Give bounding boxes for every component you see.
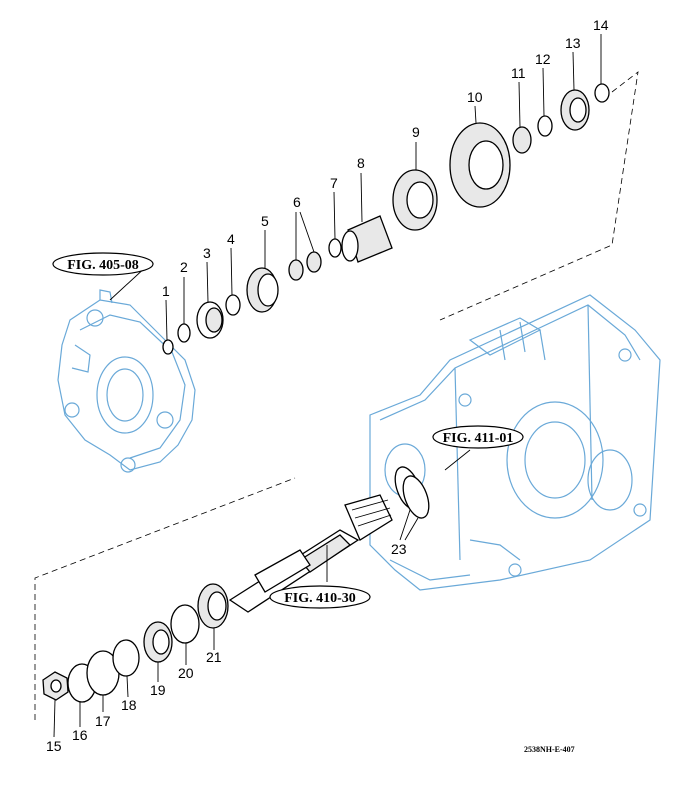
- upper-gear-train: [162, 83, 610, 355]
- callout-1: 1: [162, 283, 170, 299]
- callout-13: 13: [565, 35, 581, 51]
- front-housing-drawing: [57, 289, 196, 473]
- callout-14: 14: [593, 17, 609, 33]
- callout-7: 7: [330, 175, 338, 191]
- fig-405-08-label: FIG. 405-08: [67, 258, 139, 273]
- callout-6: 6: [293, 194, 301, 210]
- fig-411-01-label: FIG. 411-01: [443, 431, 514, 446]
- callout-10: 10: [467, 89, 483, 105]
- callout-8: 8: [357, 155, 365, 171]
- callout-20: 20: [178, 665, 194, 681]
- drawing-code: 2538NH-E-407: [524, 745, 575, 754]
- main-shaft-drawing: [228, 494, 393, 613]
- callout-12: 12: [535, 51, 551, 67]
- reference-fig-410-30[interactable]: FIG. 410-30: [269, 585, 371, 609]
- assembly-axis-lines: [34, 71, 639, 720]
- lower-parts-row: [42, 583, 229, 703]
- leader-lines: [53, 34, 602, 738]
- callout-11: 11: [511, 65, 526, 81]
- callout-18: 18: [121, 697, 137, 713]
- callout-19: 19: [150, 682, 166, 698]
- callout-4: 4: [227, 231, 235, 247]
- callout-23: 23: [391, 541, 407, 557]
- fig-410-30-label: FIG. 410-30: [284, 591, 356, 606]
- callout-9: 9: [412, 124, 420, 140]
- callout-2: 2: [180, 259, 188, 275]
- callout-16: 16: [72, 727, 88, 743]
- reference-fig-405-08[interactable]: FIG. 405-08: [52, 252, 154, 276]
- callout-21: 21: [206, 649, 222, 665]
- callout-3: 3: [203, 245, 211, 261]
- callout-numbers: 1 2 3 4 5 6 7 8 9 10 11 12 13 14 15 16 1…: [46, 17, 609, 754]
- snap-rings-23: [394, 466, 430, 519]
- reference-fig-411-01[interactable]: FIG. 411-01: [432, 425, 524, 449]
- callout-17: 17: [95, 713, 111, 729]
- callout-15: 15: [46, 738, 62, 754]
- callout-5: 5: [261, 213, 269, 229]
